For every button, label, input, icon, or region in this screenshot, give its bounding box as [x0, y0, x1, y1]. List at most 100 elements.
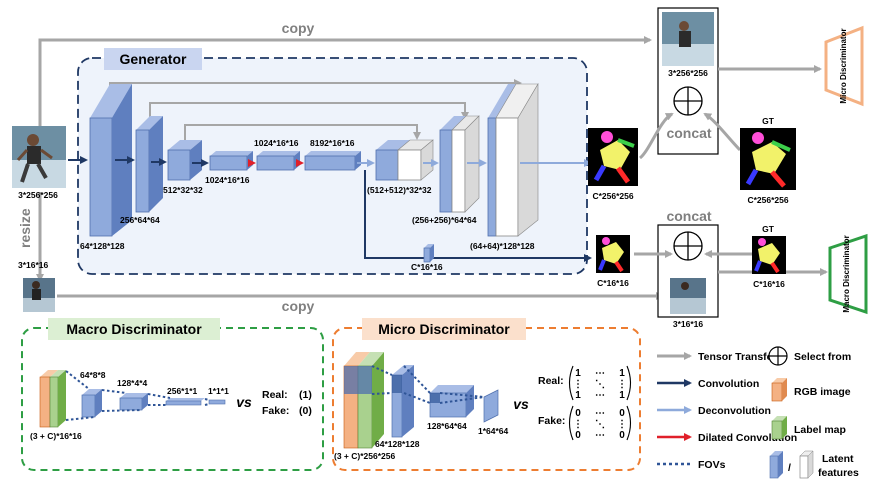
- svg-text:0: 0: [575, 408, 581, 419]
- gt-label-map-large: [740, 128, 796, 190]
- macro-s3: 256*1*1: [167, 386, 198, 396]
- svg-text:⋱: ⋱: [595, 379, 605, 390]
- copy-label-bottom: copy: [282, 298, 315, 314]
- encoder-block-4: [209, 151, 253, 171]
- gt-in-arrow-top: [703, 112, 742, 152]
- legend-select-label: Select from: [794, 351, 851, 363]
- macro-fov-lines: [65, 370, 210, 421]
- legend-label-map-icon: [771, 416, 787, 440]
- encoder-block-5: [256, 151, 300, 171]
- micro-title-bg: [362, 318, 526, 340]
- legend-rgb-icon: [771, 378, 787, 402]
- decoder-block-3: [487, 82, 539, 237]
- svg-text:⋮: ⋮: [573, 379, 583, 390]
- gt1-size: C*256*256: [747, 195, 788, 205]
- macro-block-3: [165, 398, 205, 406]
- label-d3: (64+64)*128*128: [470, 241, 535, 251]
- side-block: [423, 244, 434, 263]
- macro-block-2: [119, 393, 148, 411]
- encoder-block-6: [304, 151, 361, 171]
- legend-latent-label-2: features: [818, 467, 859, 479]
- concat-label-top: concat: [666, 125, 711, 141]
- legend-label-map-label: Label map: [794, 424, 846, 436]
- macro-fake: Fake:: [262, 405, 289, 417]
- svg-text:⋮: ⋮: [573, 419, 583, 430]
- macro-s2: 128*4*4: [117, 378, 148, 388]
- real-small-size: 3*16*16: [673, 319, 704, 329]
- macro-disc-text: Macro Discriminator: [842, 235, 851, 312]
- gt-label-map-small: [752, 236, 786, 274]
- concat-in-arrow-top: [638, 112, 674, 160]
- svg-text:1: 1: [619, 390, 625, 401]
- label-l2: 256*64*64: [120, 215, 160, 225]
- svg-text:0: 0: [575, 430, 581, 441]
- micro-fake-matrix: 0 ⋯ 0 ⋮ ⋱ ⋮ 0 ⋯ 0: [568, 405, 632, 441]
- svg-text:⋯: ⋯: [595, 430, 605, 441]
- svg-text:⋯: ⋯: [595, 368, 605, 379]
- macro-disc-shape: [828, 233, 868, 315]
- macro-input-block: [39, 370, 66, 428]
- legend-latent-white-icon: [799, 450, 814, 479]
- legend-slash: /: [788, 462, 791, 474]
- micro-fake: Fake:: [538, 415, 565, 427]
- micro-title: Micro Discriminator: [378, 321, 510, 337]
- label-l4: 1024*16*16: [205, 175, 250, 185]
- label-d1: (512+512)*32*32: [367, 185, 432, 195]
- macro-fake-val: (0): [299, 405, 312, 417]
- micro-block-2: [429, 385, 474, 418]
- small-input-size: 3*16*16: [18, 260, 49, 270]
- legend-rgb-label: RGB image: [794, 386, 851, 398]
- resize-label: resize: [17, 208, 33, 248]
- micro-real-matrix: 1 ⋯ 1 ⋮ ⋱ ⋮ 1 ⋯ 1: [568, 365, 632, 401]
- micro-s1: 64*128*128: [375, 439, 420, 449]
- micro-disc-label: Micro Discriminator: [839, 28, 848, 103]
- svg-text:1: 1: [575, 368, 581, 379]
- input-image: [12, 126, 66, 188]
- svg-text:⋱: ⋱: [595, 419, 605, 430]
- generator-title: Generator: [120, 51, 187, 67]
- out-main-size: C*256*256: [592, 191, 633, 201]
- copy-arrow-top: [38, 36, 652, 126]
- micro-disc-text: Micro Discriminator: [839, 28, 848, 103]
- micro-vs: vs: [513, 396, 529, 412]
- macro-input-size: (3 + C)*16*16: [30, 431, 82, 441]
- legend-fov-label: FOVs: [698, 459, 726, 471]
- svg-text:0: 0: [619, 430, 625, 441]
- copy-label-top: copy: [282, 20, 315, 36]
- micro-disc-shape: [824, 25, 864, 107]
- label-d2: (256+256)*64*64: [412, 215, 477, 225]
- encoder-block-1: [89, 84, 132, 237]
- real-image-large: [662, 12, 714, 66]
- output-label-map-small: [596, 235, 630, 273]
- micro-s2: 128*64*64: [427, 421, 467, 431]
- conv-arrows: [68, 156, 209, 167]
- macro-title-bg: [48, 318, 220, 340]
- real-image-small: [670, 278, 706, 314]
- label-l6: 8192*16*16: [310, 138, 355, 148]
- legend-tensor-label: Tensor Transfer: [698, 351, 777, 363]
- svg-text:⋮: ⋮: [617, 379, 627, 390]
- micro-real: Real:: [538, 375, 564, 387]
- macro-block-1: [81, 389, 102, 418]
- real-large-size: 3*256*256: [668, 68, 708, 78]
- out-small-size: C*16*16: [597, 278, 629, 288]
- svg-text:⋯: ⋯: [595, 408, 605, 419]
- macro-title: Macro Discriminator: [66, 321, 202, 337]
- macro-block-4: [208, 399, 226, 405]
- svg-text:1: 1: [619, 368, 625, 379]
- label-l3: 512*32*32: [163, 185, 203, 195]
- select-from-icon-bottom: [673, 231, 703, 261]
- svg-text:1: 1: [575, 390, 581, 401]
- legend-latent-label-1: Latent: [822, 453, 854, 465]
- legend-select-icon: [768, 346, 788, 366]
- encoder-block-3: [167, 140, 202, 181]
- macro-real-val: (1): [299, 389, 312, 401]
- generator-title-bg: [104, 48, 202, 70]
- legend: Tensor Transfer Convolution Deconvolutio…: [657, 346, 859, 479]
- macro-real: Real:: [262, 389, 288, 401]
- legend-deconv-label: Deconvolution: [698, 405, 771, 417]
- macro-disc-label: Macro Discriminator: [842, 235, 851, 312]
- macro-s4: 1*1*1: [208, 386, 229, 396]
- macro-s1: 64*8*8: [80, 370, 106, 380]
